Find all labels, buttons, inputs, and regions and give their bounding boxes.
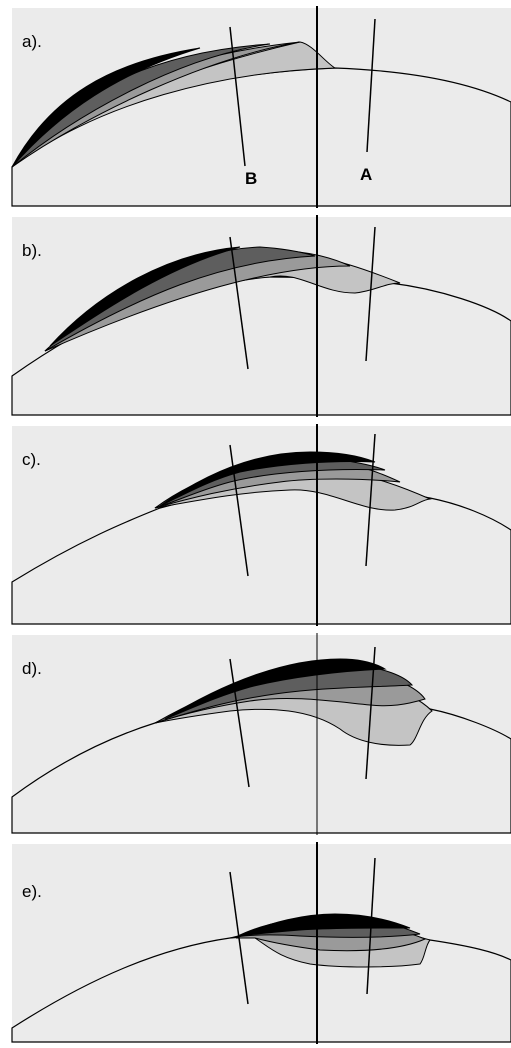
- panel-c-diagram: [11, 424, 511, 626]
- panel-d-diagram: [11, 633, 511, 835]
- panel-d-label: d).: [22, 659, 42, 678]
- panel-b-layer-top: [49, 246, 241, 347]
- label-a: A: [360, 165, 372, 184]
- panel-c-section-line-a: [365, 433, 376, 567]
- panel-e-section-line-a: [366, 857, 376, 995]
- panel-d-layer-top: [164, 658, 387, 720]
- panel-d-section-line-a: [365, 646, 376, 780]
- panel-e-section-line-b: [229, 871, 249, 1005]
- panel-c-section-line-b: [229, 444, 249, 577]
- panel-b-section-line-a: [365, 226, 376, 362]
- panel-b-section-line-b: [229, 236, 249, 370]
- panel-d: d).: [0, 629, 511, 835]
- panel-b: b).: [0, 211, 511, 417]
- label-b: B: [245, 169, 257, 188]
- panel-e-label: e).: [22, 882, 42, 901]
- panel-a-section-line-b: [229, 26, 246, 167]
- panel-a-layer-top: [11, 47, 201, 168]
- panel-e: e).: [0, 838, 511, 1044]
- panel-d-section-line-b: [229, 658, 250, 788]
- panel-e-diagram: [11, 842, 511, 1044]
- panel-c: c).: [0, 420, 511, 626]
- panel-c-label: c).: [22, 450, 41, 469]
- panel-e-layer-top: [239, 913, 411, 937]
- panel-a: B A a).: [0, 2, 511, 208]
- panel-b-diagram: [11, 215, 511, 417]
- panel-c-layer-top: [159, 451, 376, 507]
- panel-b-label: b).: [22, 241, 42, 260]
- panel-a-label: a).: [22, 32, 42, 51]
- panel-a-diagram: B A: [11, 6, 511, 208]
- panel-a-section-line-a: [366, 18, 376, 153]
